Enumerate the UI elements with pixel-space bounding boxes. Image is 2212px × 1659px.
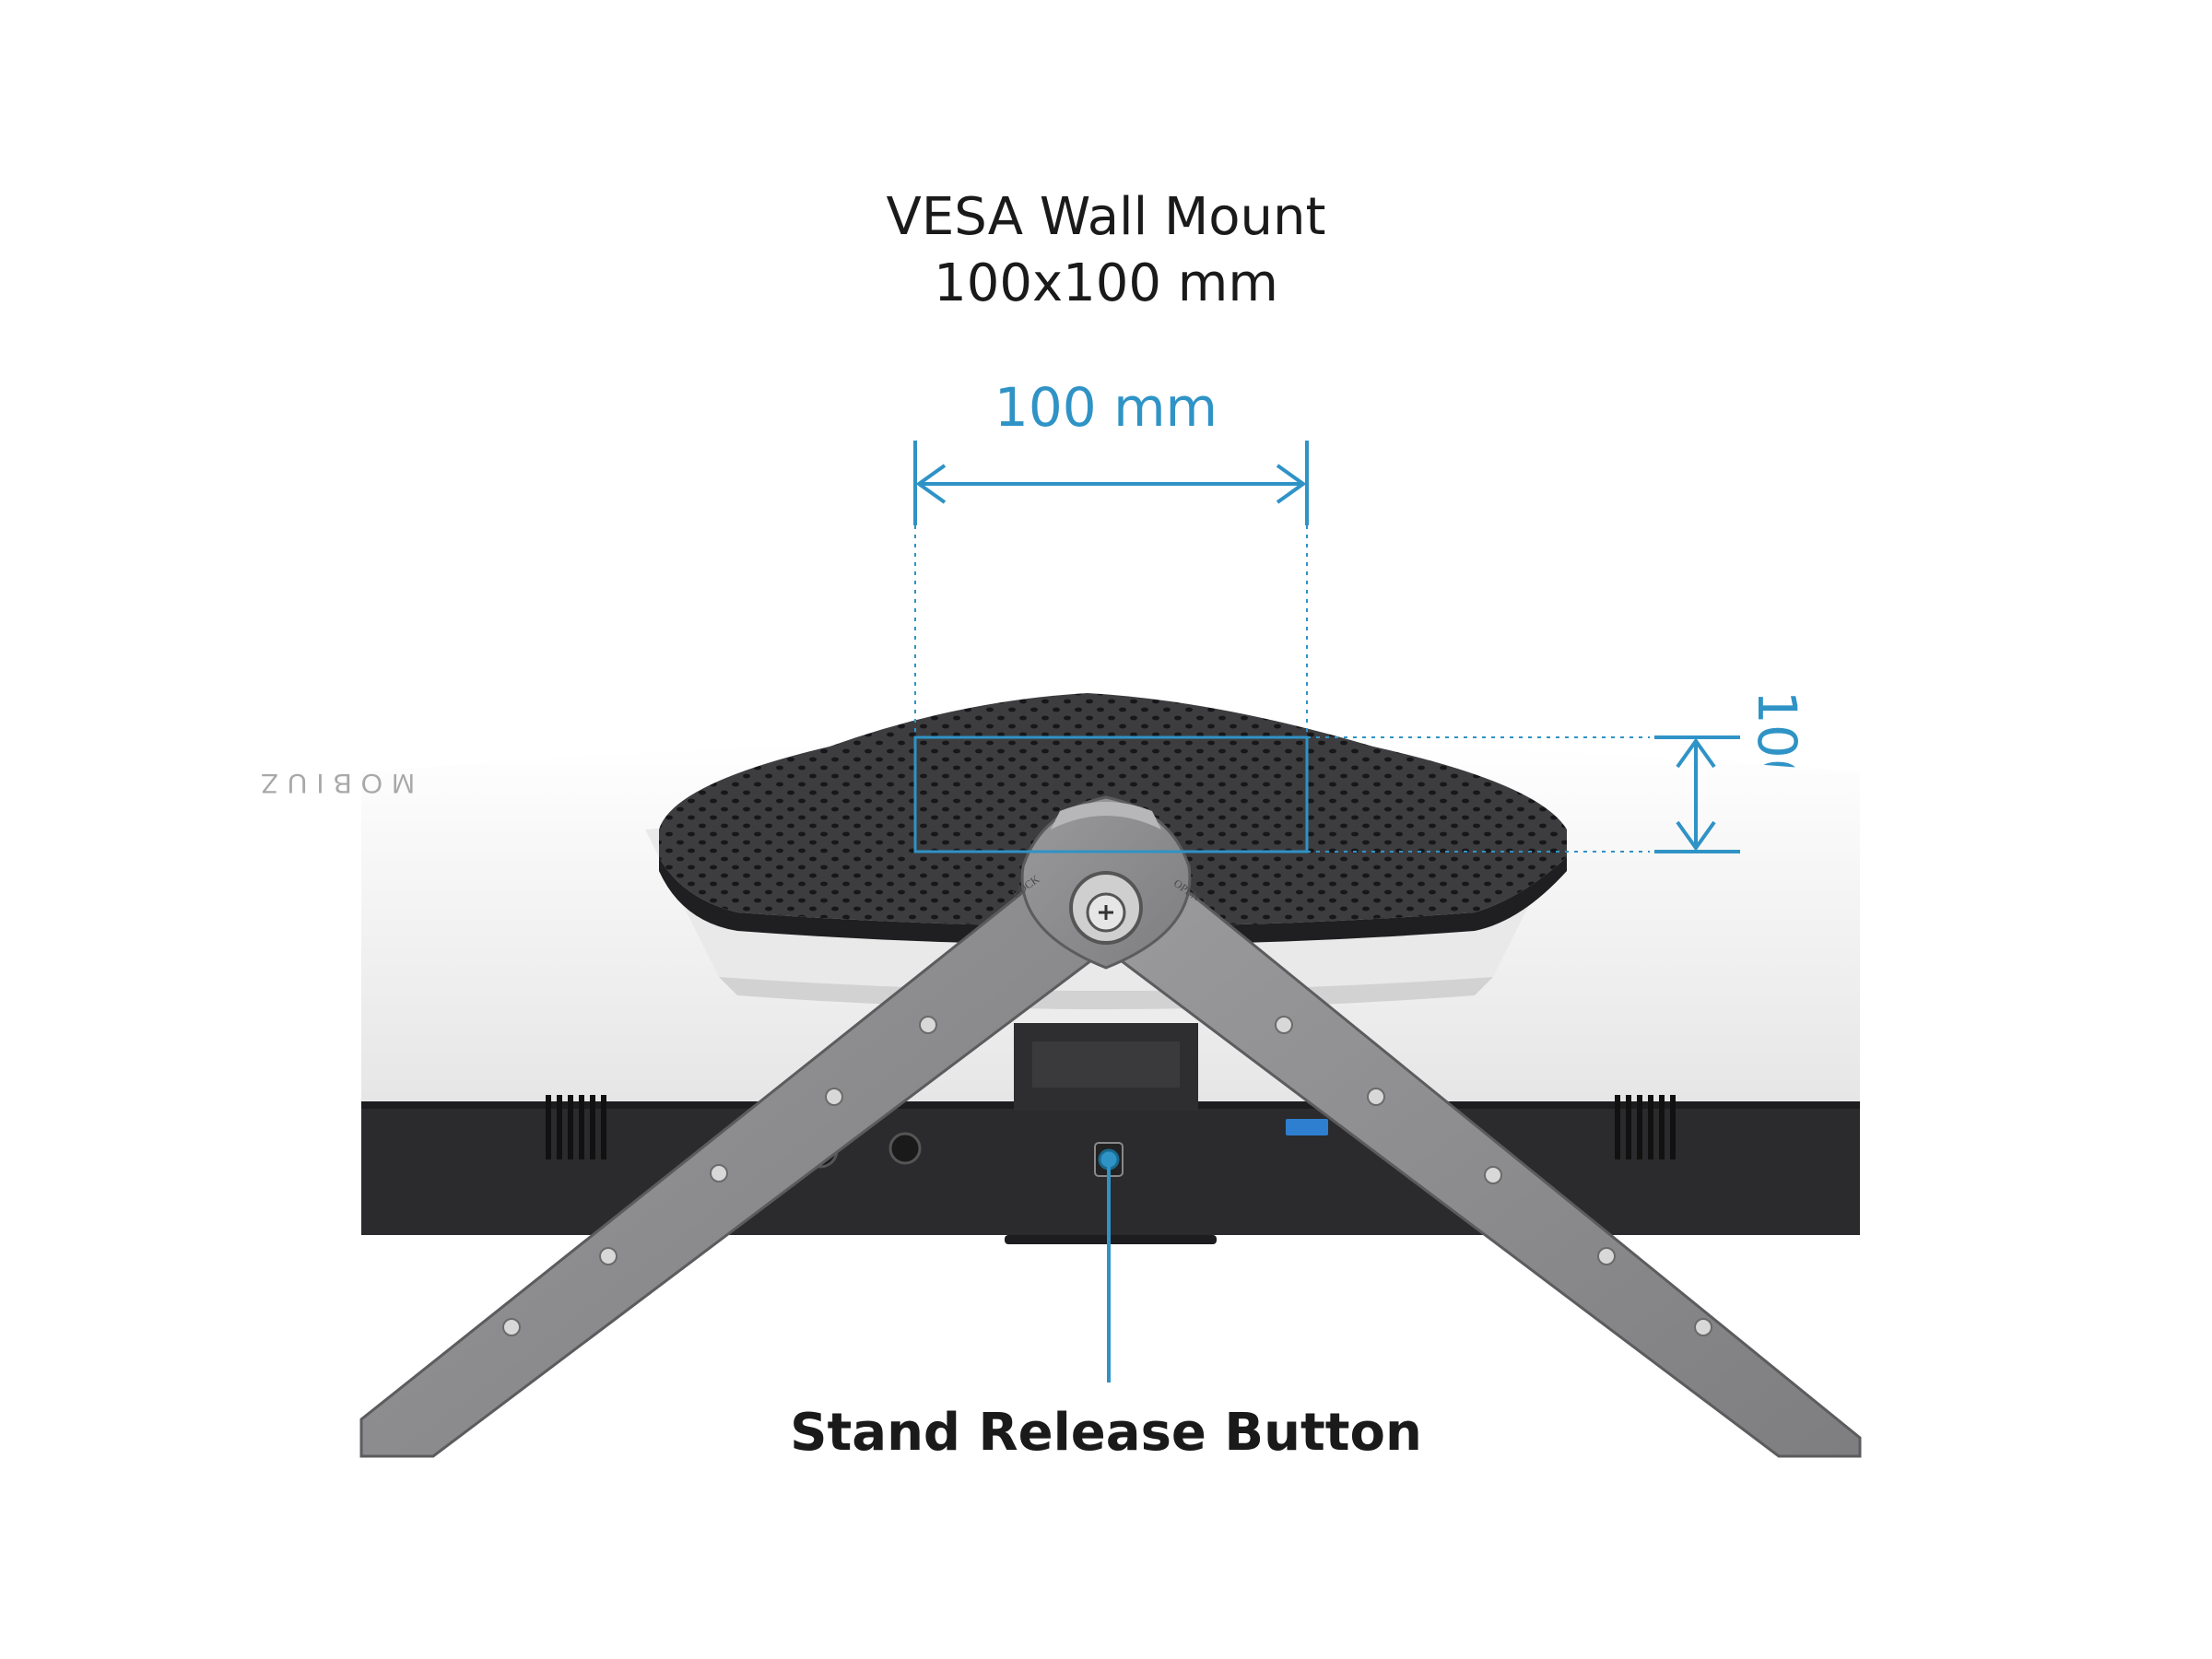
stand-release-button-label: Stand Release Button bbox=[790, 1403, 1422, 1463]
horizontal-dimension-label: 100 mm bbox=[994, 376, 1218, 439]
vertical-dimension-arrow bbox=[1654, 735, 1740, 853]
vesa-dimension-guides bbox=[913, 516, 1650, 853]
vesa-mount-frame bbox=[913, 735, 1309, 853]
stand-screws bbox=[502, 1016, 1712, 1336]
power-button bbox=[888, 1132, 922, 1165]
left-vent bbox=[546, 1095, 606, 1159]
heading-line-2: 100x100 mm bbox=[934, 253, 1278, 313]
usb-port-1 bbox=[1286, 1119, 1328, 1135]
heading-line-1: VESA Wall Mount bbox=[886, 187, 1326, 247]
lock-dial bbox=[1069, 871, 1143, 945]
brand-logo: MOBIUZ bbox=[252, 768, 415, 798]
horizontal-dimension-arrow bbox=[913, 441, 1309, 525]
right-vent bbox=[1615, 1095, 1676, 1159]
heading: VESA Wall Mount 100x100 mm bbox=[0, 184, 2212, 317]
